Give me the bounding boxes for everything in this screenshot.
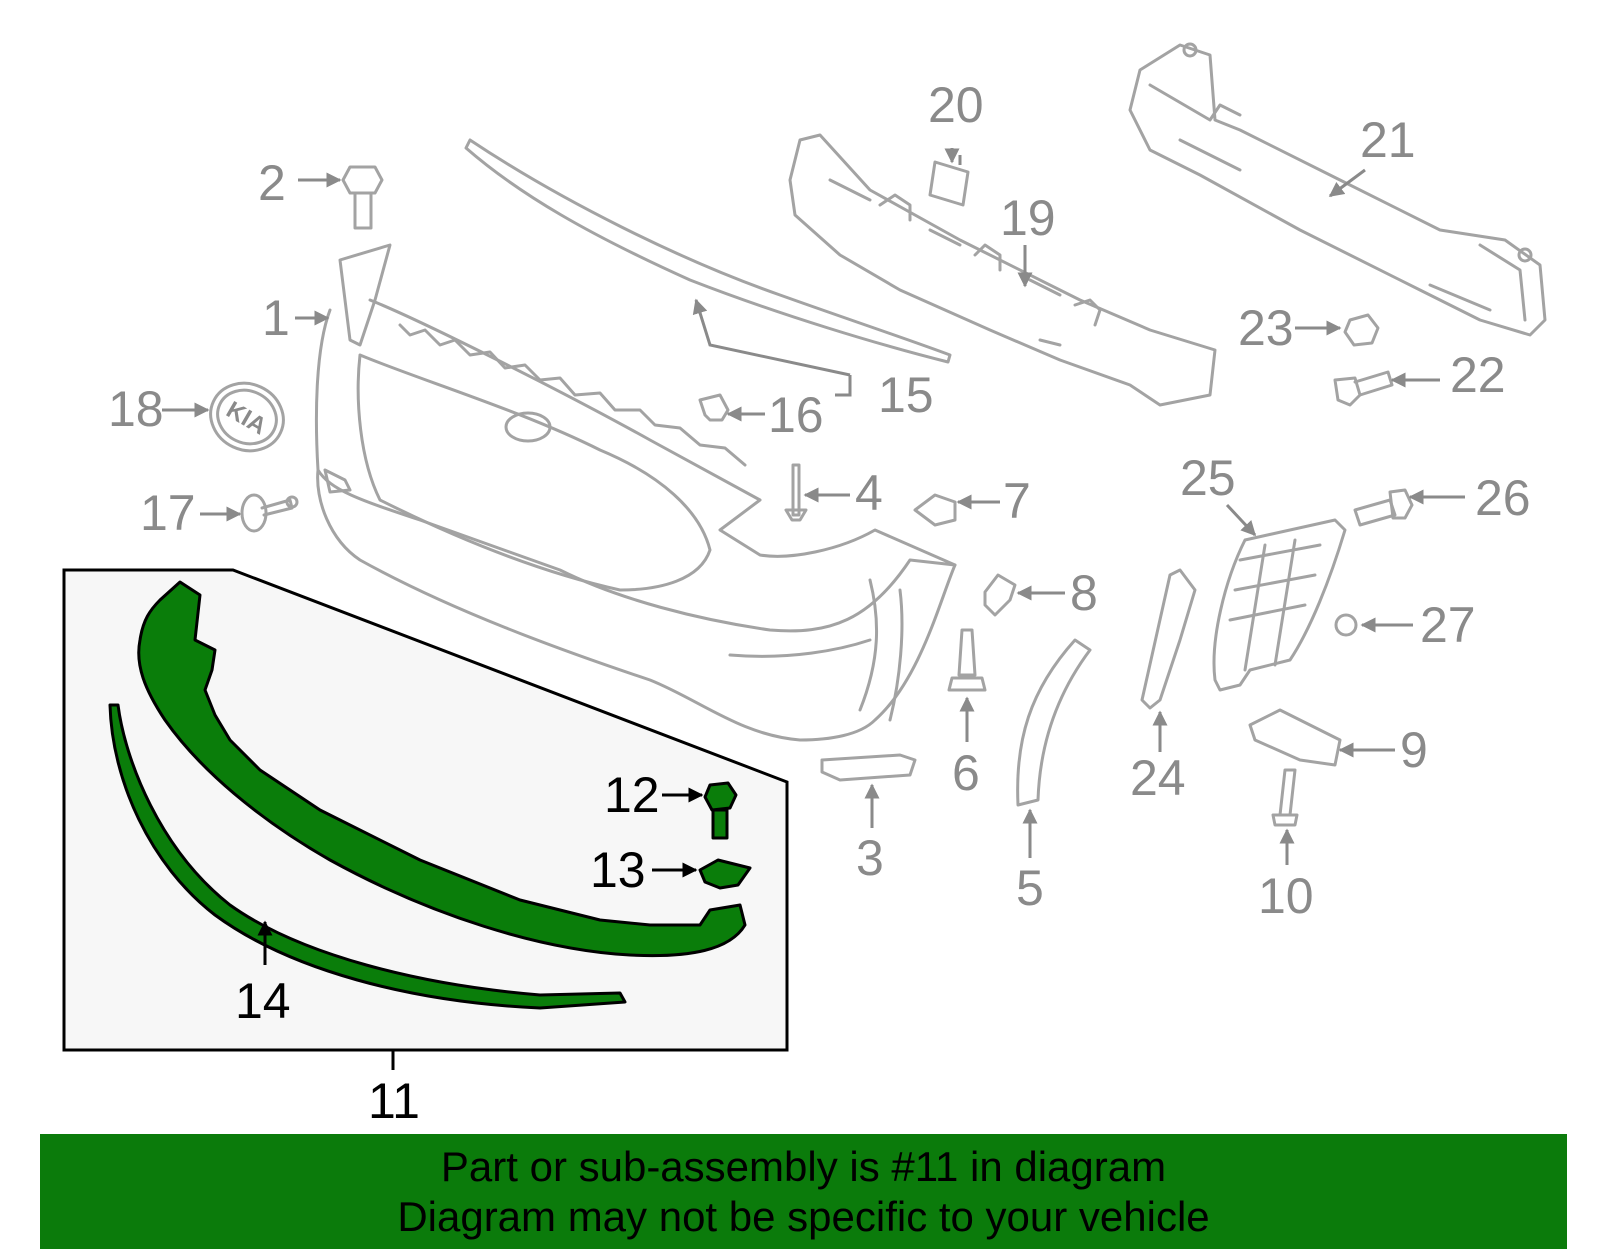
callout-labels: 1 2 3 4 5 6 7 8 9 10 11 12 13 14 15 16 1… <box>108 77 1531 1129</box>
callout-6: 6 <box>952 745 980 801</box>
callout-25: 25 <box>1180 450 1236 506</box>
callout-20: 20 <box>928 77 984 133</box>
nut-part-27 <box>1334 613 1358 637</box>
bolt-part-26 <box>1353 488 1414 527</box>
callout-2: 2 <box>258 155 286 211</box>
callout-21: 21 <box>1360 112 1416 168</box>
guide-part-25 <box>1212 518 1347 692</box>
bolt-part-12 <box>703 781 738 840</box>
callout-18: 18 <box>108 381 164 437</box>
nut-part-23 <box>1343 313 1380 347</box>
callout-8: 8 <box>1070 565 1098 621</box>
clip-part-17 <box>240 493 299 533</box>
reinforcement-beam-part <box>1128 42 1547 337</box>
callout-13: 13 <box>590 842 646 898</box>
callout-9: 9 <box>1400 722 1428 778</box>
callout-7: 7 <box>1003 473 1031 529</box>
callout-5: 5 <box>1016 860 1044 916</box>
bolt-part-2 <box>341 165 384 230</box>
bracket-part-9 <box>1248 708 1342 767</box>
callout-3: 3 <box>856 830 884 886</box>
clip-part-8 <box>983 573 1017 617</box>
clip-part-7 <box>913 493 957 527</box>
callout-17: 17 <box>140 485 196 541</box>
callout-14: 14 <box>235 973 291 1029</box>
callout-27: 27 <box>1420 597 1476 653</box>
info-banner: Part or sub-assembly is #11 in diagram D… <box>40 1134 1567 1249</box>
lower-lip-part-11 <box>137 580 747 958</box>
callout-4: 4 <box>855 465 883 521</box>
callout-11: 11 <box>368 1073 420 1129</box>
pad-part <box>928 160 970 207</box>
screw-part-6 <box>947 628 987 692</box>
callout-19: 19 <box>1000 190 1056 246</box>
pin-part-4 <box>784 463 808 522</box>
banner-line-1: Part or sub-assembly is #11 in diagram <box>440 1142 1167 1190</box>
callout-16: 16 <box>768 387 824 443</box>
emblem-text: KIA <box>222 396 271 440</box>
bracket-part-24 <box>1140 568 1197 710</box>
bracket-part-5 <box>1016 638 1092 807</box>
callout-10: 10 <box>1258 868 1314 924</box>
callout-15: 15 <box>878 367 934 423</box>
leader-lines <box>162 148 1465 965</box>
callout-24: 24 <box>1130 750 1186 806</box>
bracket-part-3 <box>820 753 917 782</box>
callout-1: 1 <box>262 290 290 346</box>
callout-26: 26 <box>1475 470 1531 526</box>
screw-part-10 <box>1271 768 1299 827</box>
callout-23: 23 <box>1238 300 1294 356</box>
bumper-cover-part <box>314 243 957 742</box>
clip-part-16 <box>698 393 730 422</box>
banner-line-2: Diagram may not be specific to your vehi… <box>397 1192 1210 1240</box>
clip-part-13 <box>698 858 752 890</box>
bolt-part-22 <box>1333 370 1394 407</box>
molding-strip-part <box>464 138 952 364</box>
callout-22: 22 <box>1450 347 1506 403</box>
spoiler-strip-part-14 <box>108 703 627 1010</box>
emblem-part: KIA <box>209 381 285 453</box>
energy-absorber-part <box>788 133 1217 407</box>
callout-12: 12 <box>604 767 660 823</box>
